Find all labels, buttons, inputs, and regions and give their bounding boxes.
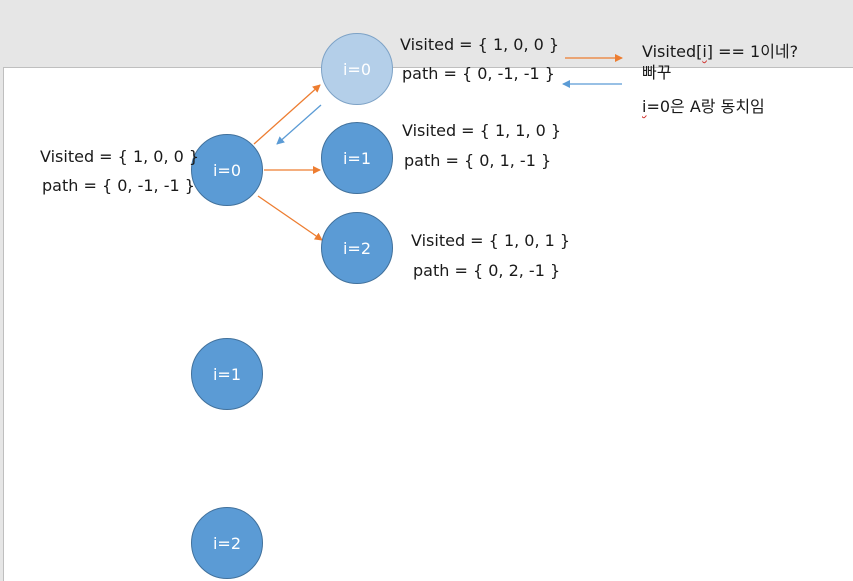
note-same-as-a: i=0은 A랑 동치임 <box>642 97 765 116</box>
node-root-i0: i=0 <box>191 134 263 206</box>
i2-visited-text: Visited = { 1, 0, 1 } <box>411 231 571 250</box>
node-child-i2: i=2 <box>321 212 393 284</box>
node-lower-i1: i=1 <box>191 338 263 410</box>
i1-path-text: path = { 0, 1, -1 } <box>404 151 552 170</box>
node-child-i1: i=1 <box>321 122 393 194</box>
node-top-i0-label: i=0 <box>342 59 372 79</box>
arrow-top-i0-back-to-root <box>276 104 322 145</box>
i1-visited-text: Visited = { 1, 1, 0 } <box>402 121 562 140</box>
i2-path-text: path = { 0, 2, -1 } <box>413 261 561 280</box>
slide-canvas <box>3 67 853 581</box>
root-visited-text: Visited = { 1, 0, 0 } <box>40 147 200 166</box>
arrow-root-to-i2 <box>257 195 323 241</box>
node-child-i1-label: i=1 <box>342 148 372 168</box>
arrow-root-to-top-i0 <box>253 84 321 145</box>
node-lower-i2-label: i=2 <box>212 533 242 553</box>
root-path-text: path = { 0, -1, -1 } <box>42 176 195 195</box>
top-path-text: path = { 0, -1, -1 } <box>402 64 555 83</box>
note-bail: 빠꾸 <box>642 63 672 82</box>
node-root-i0-label: i=0 <box>212 160 242 180</box>
node-lower-i2: i=2 <box>191 507 263 579</box>
node-child-i2-label: i=2 <box>342 238 372 258</box>
node-top-i0: i=0 <box>321 33 393 105</box>
top-visited-text: Visited = { 1, 0, 0 } <box>400 35 560 54</box>
node-lower-i1-label: i=1 <box>212 364 242 384</box>
note-visited-check: Visited[i] == 1이네? <box>642 42 799 61</box>
